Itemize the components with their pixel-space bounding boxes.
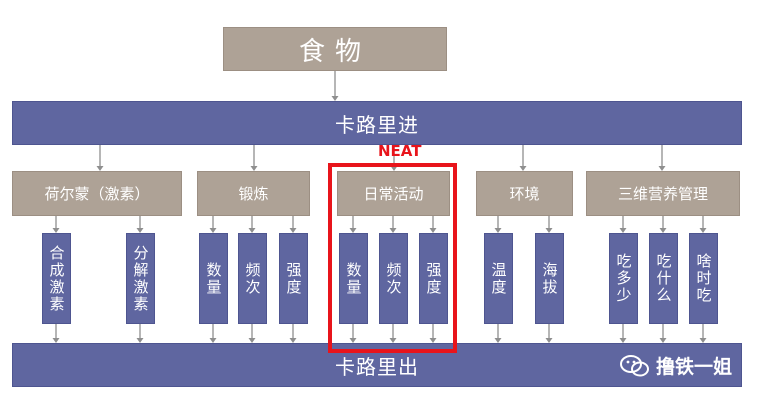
leaf-exercise-frequency: 频次 xyxy=(238,233,267,324)
arrow-category-to-leaf-10 xyxy=(619,216,627,233)
arrow-leaf-to-output-8 xyxy=(494,324,502,343)
wechat-icon xyxy=(620,354,649,376)
arrow-leaf-to-output-9 xyxy=(545,324,553,343)
arrow-category-to-leaf-0 xyxy=(52,216,60,233)
leaf-what-to-eat: 吃什么 xyxy=(649,233,678,324)
arrow-category-to-leaf-2 xyxy=(209,216,217,233)
watermark: 撸铁一姐 xyxy=(620,352,732,379)
watermark-text: 撸铁一姐 xyxy=(656,356,733,378)
arrow-leaf-to-output-6 xyxy=(389,324,397,343)
leaf-anabolic-hormone: 合成激素 xyxy=(42,233,71,324)
leaf-daily-frequency: 频次 xyxy=(379,233,408,324)
arrow-category-to-leaf-3 xyxy=(248,216,256,233)
leaf-how-much: 吃多少 xyxy=(609,233,638,324)
arrow-leaf-to-output-7 xyxy=(429,324,437,343)
arrow-category-to-leaf-1 xyxy=(136,216,144,233)
category-nutrition: 三维营养管理 xyxy=(586,171,740,216)
arrow-leaf-to-output-11 xyxy=(659,324,667,343)
arrow-category-to-leaf-9 xyxy=(545,216,553,233)
arrow-intake-to-category-0 xyxy=(96,145,104,171)
arrow-category-to-leaf-5 xyxy=(349,216,357,233)
arrow-category-to-leaf-12 xyxy=(699,216,707,233)
arrow-intake-to-category-3 xyxy=(519,145,527,171)
arrow-category-to-leaf-8 xyxy=(494,216,502,233)
leaf-catabolic-hormone: 分解激素 xyxy=(126,233,155,324)
leaf-temperature: 温度 xyxy=(484,233,513,324)
arrow-intake-to-category-4 xyxy=(658,145,666,171)
arrow-category-to-leaf-7 xyxy=(429,216,437,233)
arrow-leaf-to-output-5 xyxy=(349,324,357,343)
arrow-leaf-to-output-4 xyxy=(289,324,297,343)
category-hormone: 荷尔蒙（激素） xyxy=(12,171,182,216)
arrow-category-to-leaf-4 xyxy=(289,216,297,233)
arrow-leaf-to-output-1 xyxy=(136,324,144,343)
neat-label: NEAT xyxy=(378,142,422,160)
calories-in-bar: 卡路里进 xyxy=(12,101,742,145)
leaf-exercise-amount: 数量 xyxy=(199,233,228,324)
food-box: 食物 xyxy=(223,27,447,71)
leaf-daily-amount: 数量 xyxy=(339,233,368,324)
arrow-leaf-to-output-3 xyxy=(248,324,256,343)
arrow-food-to-intake xyxy=(331,71,339,101)
leaf-daily-intensity: 强度 xyxy=(419,233,448,324)
arrow-category-to-leaf-11 xyxy=(659,216,667,233)
arrow-leaf-to-output-2 xyxy=(209,324,217,343)
category-exercise: 锻炼 xyxy=(197,171,310,216)
leaf-exercise-intensity: 强度 xyxy=(279,233,308,324)
arrow-category-to-leaf-6 xyxy=(389,216,397,233)
category-environment: 环境 xyxy=(476,171,573,216)
arrow-leaf-to-output-10 xyxy=(619,324,627,343)
leaf-altitude: 海拔 xyxy=(535,233,564,324)
category-daily-activity: 日常活动 xyxy=(337,171,450,216)
leaf-when-to-eat: 啥时吃 xyxy=(689,233,718,324)
arrow-leaf-to-output-12 xyxy=(699,324,707,343)
neat-highlight-frame xyxy=(328,163,457,353)
arrow-leaf-to-output-0 xyxy=(52,324,60,343)
arrow-intake-to-category-1 xyxy=(250,145,258,171)
